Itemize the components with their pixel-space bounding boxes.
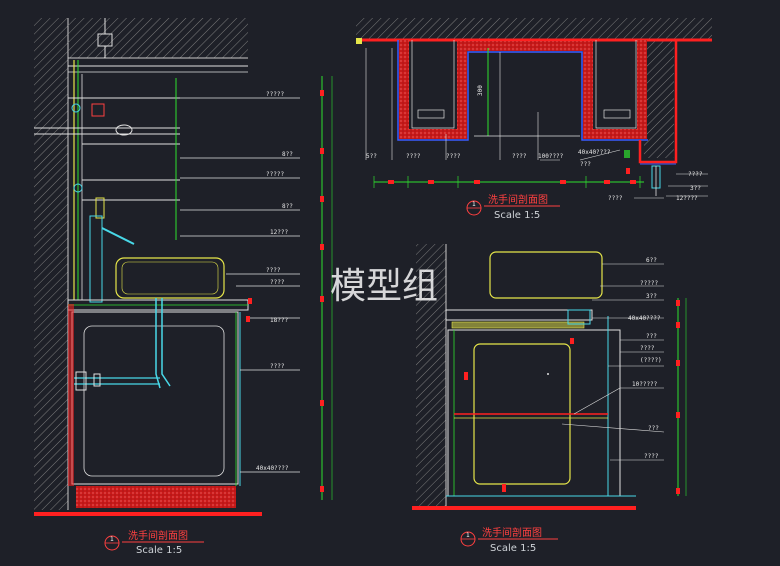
- right-label-9: ???: [648, 425, 659, 432]
- right-label-1: 6??: [646, 257, 657, 264]
- watermark-text: 模型组: [330, 266, 438, 307]
- top-wall-hatch: [644, 40, 674, 158]
- top-label-2: ????: [406, 153, 421, 160]
- top-title-number: 1: [472, 201, 476, 208]
- left-scale: Scale 1:5: [136, 545, 182, 556]
- top-label-5: 100????: [538, 153, 564, 160]
- top-label-11: ????: [608, 195, 623, 202]
- left-title-block: 1 洗手间剖面图 Scale 1:5: [104, 529, 204, 556]
- top-title: 洗手间剖面图: [488, 193, 548, 206]
- right-label-5: ???: [646, 333, 657, 340]
- right-label-4: 40x40????: [628, 315, 661, 322]
- right-label-2: ?????: [640, 280, 658, 287]
- top-section-view: 300: [356, 18, 712, 221]
- top-label-10: 12????: [676, 195, 698, 202]
- top-title-block: 1 洗手间剖面图 Scale 1:5: [466, 193, 560, 221]
- right-title-number: 1: [466, 532, 470, 539]
- right-label-10: ????: [644, 453, 659, 460]
- left-ceiling-hatch: [68, 18, 248, 58]
- left-section-view: ????? 8?? ????? 8?? 12??? ???? ???? 18??…: [34, 18, 333, 556]
- top-red-walls: [399, 40, 647, 139]
- right-section-view: 6?? ????? 3?? 40x40???? ??? ???? (????) …: [412, 244, 687, 554]
- left-label-7: ????: [270, 279, 285, 286]
- right-title: 洗手间剖面图: [482, 526, 542, 539]
- right-scale: Scale 1:5: [490, 543, 536, 554]
- top-label-1: 5??: [366, 153, 377, 160]
- right-label-8: 10?????: [632, 381, 658, 388]
- right-title-block: 1 洗手间剖面图 Scale 1:5: [460, 526, 558, 554]
- left-label-6: ????: [266, 267, 281, 274]
- left-title-number: 1: [110, 536, 114, 543]
- left-label-8: 18???: [270, 317, 288, 324]
- left-wall-hatch: [34, 18, 68, 510]
- left-label-2: 8??: [282, 151, 293, 158]
- top-inner-dim: 300: [477, 85, 484, 96]
- left-title: 洗手间剖面图: [128, 529, 188, 542]
- left-label-10: 40x40????: [256, 465, 289, 472]
- top-scale: Scale 1:5: [494, 210, 540, 221]
- right-wall-hatch: [416, 244, 446, 506]
- top-label-3: ????: [446, 153, 461, 160]
- left-label-1: ?????: [266, 91, 284, 98]
- top-label-7: ???: [580, 161, 591, 168]
- top-label-8: ????: [688, 171, 703, 178]
- left-label-9: ????: [270, 363, 285, 370]
- left-base-red-hatch: [76, 486, 236, 508]
- top-label-9: 3??: [690, 185, 701, 192]
- left-label-5: 12???: [270, 229, 288, 236]
- left-red-edge: [68, 304, 74, 486]
- right-label-6: ????: [640, 345, 655, 352]
- top-label-4: ????: [512, 153, 527, 160]
- left-label-3: ?????: [266, 171, 284, 178]
- top-label-6: 40x40????: [578, 149, 611, 156]
- right-label-3: 3??: [646, 293, 657, 300]
- right-label-7: (????): [640, 357, 662, 364]
- top-slab-hatch: [356, 18, 712, 40]
- left-label-4: 8??: [282, 203, 293, 210]
